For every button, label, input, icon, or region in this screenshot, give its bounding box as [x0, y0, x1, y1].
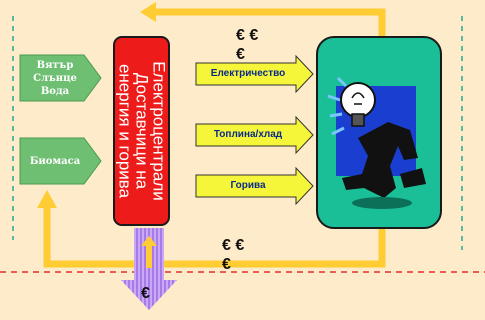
biomass-source-shape — [19, 137, 102, 185]
heat-cold-flow-arrow — [195, 115, 314, 155]
electricity-flow-arrow — [195, 54, 314, 94]
supplier-label: Електроцентрали Доставчици на енергия и … — [115, 61, 168, 201]
electricity-label: Електричество — [210, 68, 286, 79]
heat-cold-label: Топлина/хлад — [213, 129, 283, 140]
fuels-label: Горива — [230, 180, 266, 191]
lightbulb-person-icon — [327, 76, 426, 209]
money-arrow-head-bottom — [37, 190, 57, 208]
supplier-box: Електроцентрали Доставчици на енергия и … — [113, 36, 170, 226]
money-return-line-bottom — [43, 206, 386, 268]
money-label-top: € € € — [236, 27, 259, 63]
fuels-flow-arrow — [195, 166, 314, 206]
biomass-source-label: Биомаса — [29, 155, 81, 167]
inflow-arrow-head — [141, 236, 157, 246]
renewables-source-label: Вятър Слънце Вода — [33, 59, 77, 97]
money-arrow-head-top — [140, 2, 156, 22]
inflow-arrow-shaft — [146, 246, 152, 268]
money-label-bottom: € € € — [222, 237, 245, 273]
outflow-arrow-head — [121, 280, 177, 310]
money-return-line-top — [152, 8, 386, 36]
consumer-box — [316, 36, 442, 229]
money-outflow-label: € — [141, 285, 150, 302]
renewables-source-shape — [19, 54, 102, 102]
